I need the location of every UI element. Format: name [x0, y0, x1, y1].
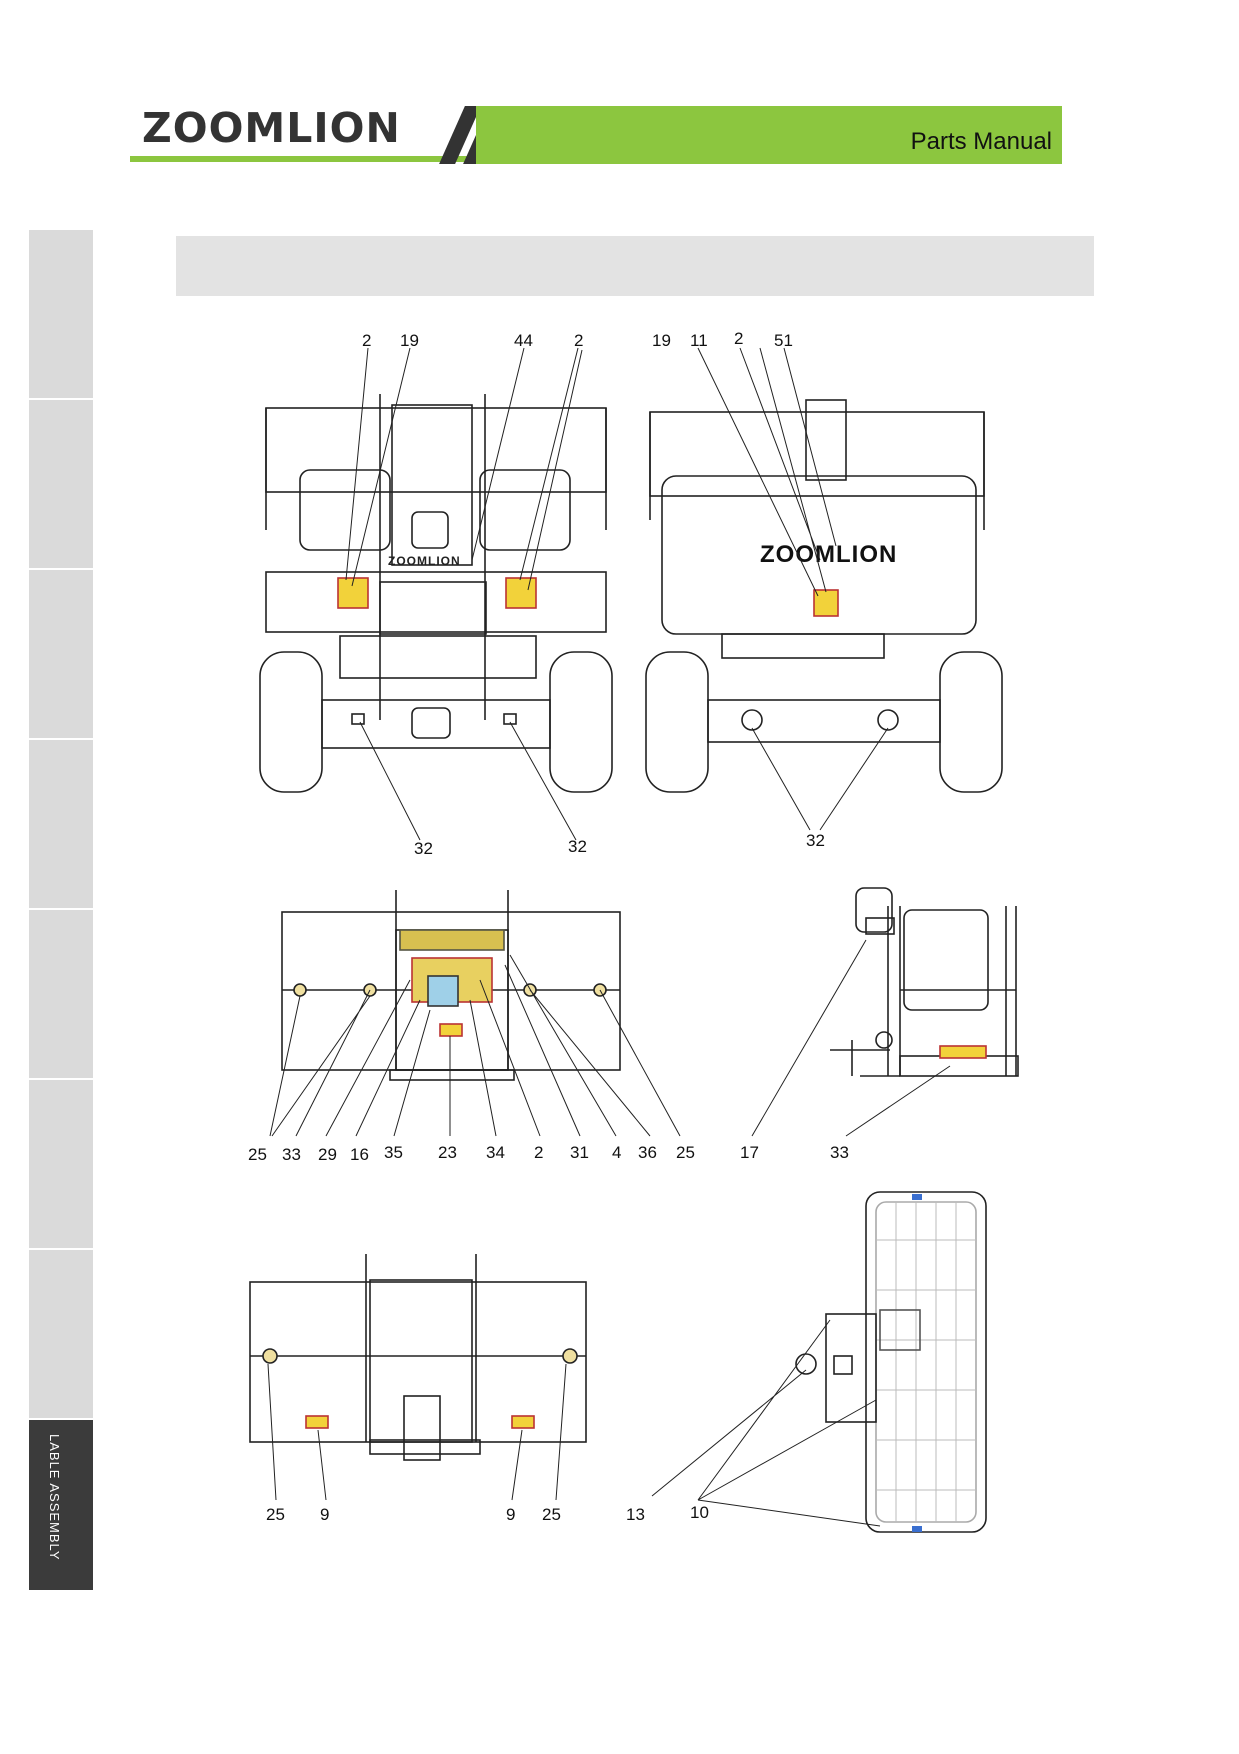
callout-plat-36: 36 — [638, 1143, 657, 1162]
callout-front-44: 44 — [514, 331, 533, 350]
side-tab-6[interactable] — [29, 1080, 93, 1248]
platform-side-view: 17 33 — [740, 887, 1019, 1162]
platform-front-view: 25 33 29 16 35 23 34 2 31 4 36 25 — [248, 890, 695, 1164]
rear-view: ZOOMLION 19 11 2 51 32 — [645, 329, 1003, 850]
callout-top-10: 10 — [690, 1503, 709, 1522]
platform-rear-view: 25 9 9 25 — [249, 1254, 587, 1524]
callout-front-32a: 32 — [414, 839, 433, 858]
zoomlion-logo: ZOOMLION — [142, 104, 401, 152]
callout-rear-plat-9b: 9 — [506, 1505, 515, 1524]
callout-plat-29: 29 — [318, 1145, 337, 1164]
platform-top-view: 13 10 — [626, 1191, 987, 1533]
page-header: ZOOMLION Parts Manual — [130, 100, 1062, 164]
side-tab-lable-assembly[interactable]: LABLE ASSEMBLY — [29, 1420, 93, 1590]
callout-side-33: 33 — [830, 1143, 849, 1162]
callout-rear-51: 51 — [774, 331, 793, 350]
header-underline — [130, 156, 550, 162]
section-banner — [176, 236, 1094, 296]
side-tab-4[interactable] — [29, 740, 93, 908]
callout-plat-2: 2 — [534, 1143, 543, 1162]
callout-plat-34: 34 — [486, 1143, 505, 1162]
callout-rear-2: 2 — [734, 329, 743, 348]
callout-rear-plat-9a: 9 — [320, 1505, 329, 1524]
manual-title: Parts Manual — [910, 128, 1052, 155]
front-view: ZOOMLION 2 19 44 2 32 32 — [259, 331, 613, 858]
callout-rear-plat-25b: 25 — [542, 1505, 561, 1524]
callout-plat-16: 16 — [350, 1145, 369, 1164]
callout-front-2a: 2 — [362, 331, 371, 350]
callout-front-19: 19 — [400, 331, 419, 350]
callout-side-17: 17 — [740, 1143, 759, 1162]
side-tab-1[interactable] — [29, 230, 93, 398]
side-tab-7[interactable] — [29, 1250, 93, 1418]
header-green-band: Parts Manual — [476, 106, 1062, 164]
callout-rear-19: 19 — [652, 331, 671, 350]
callout-plat-35: 35 — [384, 1143, 403, 1162]
callout-top-13: 13 — [626, 1505, 645, 1524]
callout-plat-33: 33 — [282, 1145, 301, 1164]
side-tab-5[interactable] — [29, 910, 93, 1078]
callout-front-32b: 32 — [568, 837, 587, 856]
front-machine-logo: ZOOMLION — [388, 554, 461, 568]
callout-plat-4: 4 — [612, 1143, 621, 1162]
rear-machine-logo: ZOOMLION — [760, 541, 897, 568]
callout-plat-25b: 25 — [676, 1143, 695, 1162]
callout-rear-11: 11 — [690, 331, 708, 350]
callout-rear-32: 32 — [806, 831, 825, 850]
callout-plat-31: 31 — [570, 1143, 589, 1162]
side-tab-2[interactable] — [29, 400, 93, 568]
callout-plat-25a: 25 — [248, 1145, 267, 1164]
side-tab-3[interactable] — [29, 570, 93, 738]
callout-front-2b: 2 — [574, 331, 583, 350]
callout-rear-plat-25a: 25 — [266, 1505, 285, 1524]
callout-plat-23: 23 — [438, 1143, 457, 1162]
